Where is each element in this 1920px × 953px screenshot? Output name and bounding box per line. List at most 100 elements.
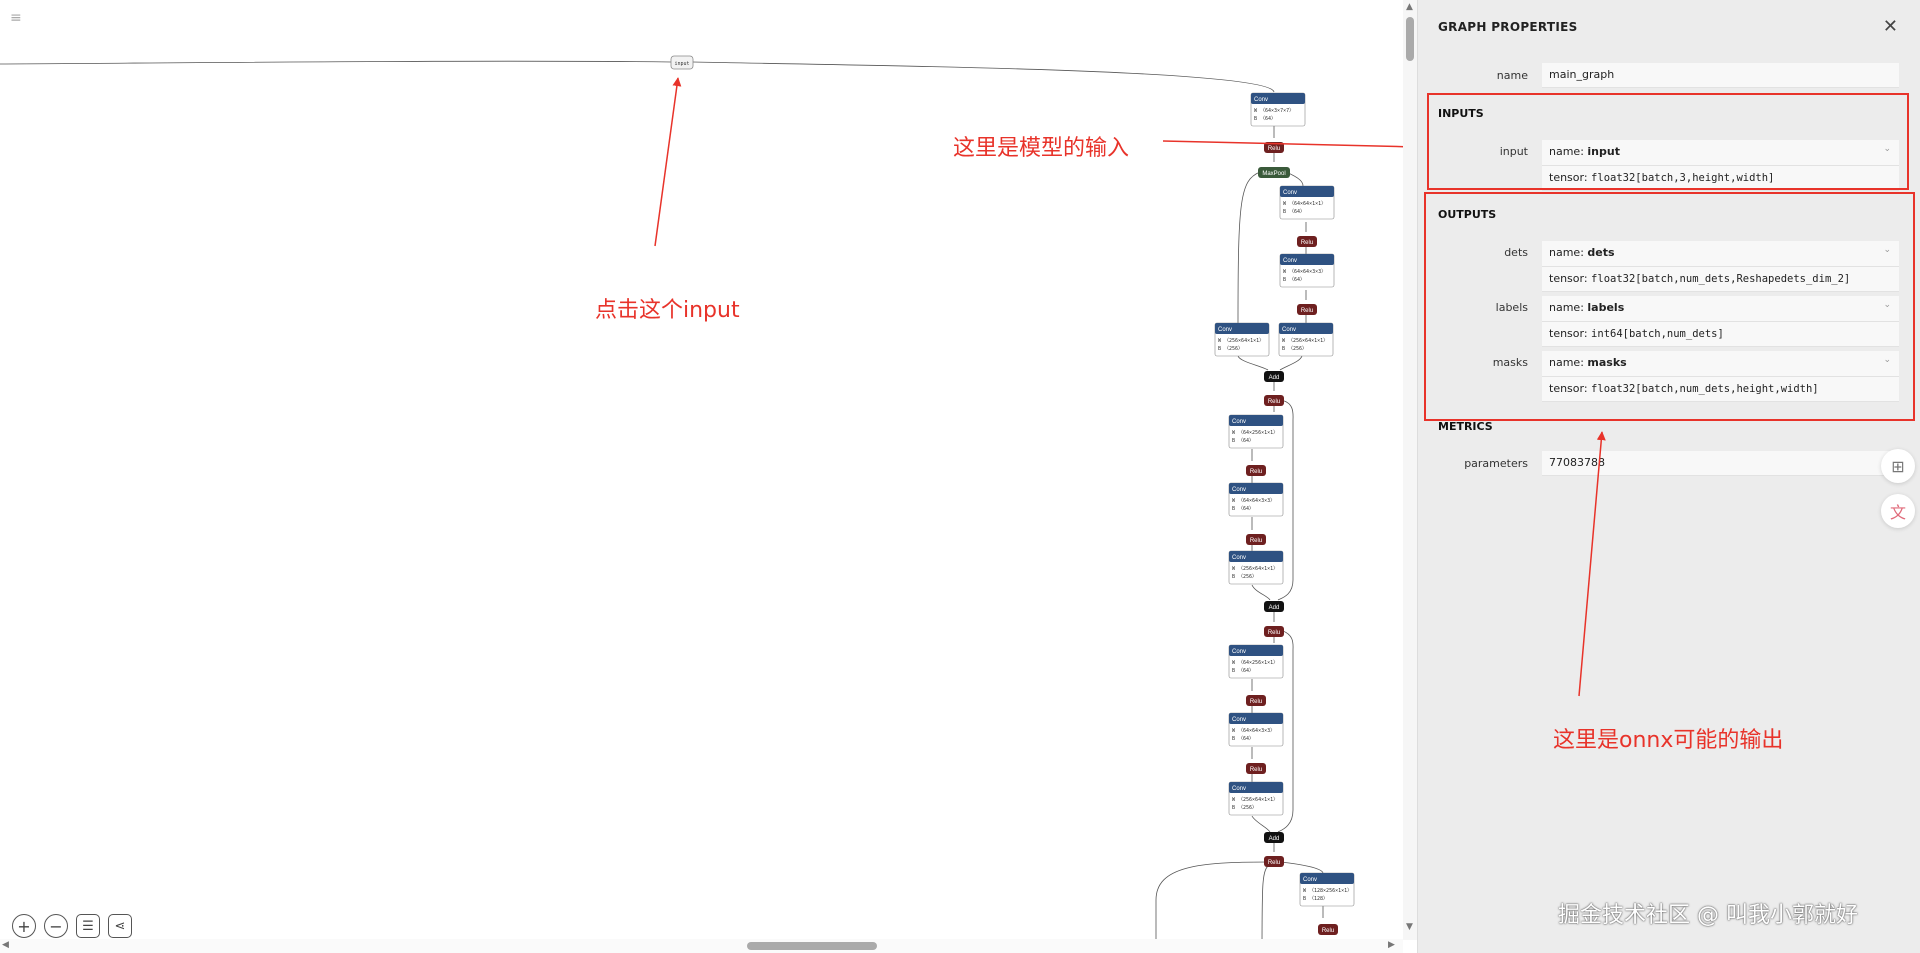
output-dets-label: dets bbox=[1504, 246, 1528, 259]
svg-text:Relu: Relu bbox=[1268, 630, 1280, 636]
scroll-right-icon[interactable]: ▶ bbox=[1388, 940, 1395, 950]
output-labels-tensor-field: tensor: int64[batch,num_dets] bbox=[1542, 322, 1899, 347]
graph-node-add[interactable]: Add bbox=[1264, 371, 1284, 382]
graph-node-relu[interactable]: Relu bbox=[1246, 695, 1266, 706]
output-dets-tensor: float32[batch,num_dets,Reshapedets_dim_2… bbox=[1591, 273, 1851, 285]
annotation-model-input: 这里是模型的输入 bbox=[953, 136, 1130, 161]
svg-text:W 〈64×256×1×1〉: W 〈64×256×1×1〉 bbox=[1232, 660, 1278, 666]
horizontal-scrollbar[interactable]: ◀ ▶ bbox=[0, 939, 1403, 953]
output-masks-tensor-prefix: tensor: bbox=[1549, 382, 1592, 395]
vertical-scroll-thumb[interactable] bbox=[1406, 17, 1414, 61]
graph-name-field[interactable]: main_graph bbox=[1542, 63, 1899, 88]
graph-node-relu[interactable]: Relu bbox=[1264, 856, 1284, 867]
svg-text:B 〈64〉: B 〈64〉 bbox=[1232, 506, 1254, 512]
svg-text:Conv: Conv bbox=[1218, 327, 1232, 333]
svg-text:W 〈64×64×1×1〉: W 〈64×64×1×1〉 bbox=[1283, 201, 1326, 207]
input-name-field[interactable]: name: input ⌄ bbox=[1542, 140, 1899, 166]
graph-node-add[interactable]: Add bbox=[1264, 832, 1284, 843]
svg-text:W 〈64×256×1×1〉: W 〈64×256×1×1〉 bbox=[1232, 430, 1278, 436]
svg-text:Conv: Conv bbox=[1232, 649, 1246, 655]
horizontal-scroll-thumb[interactable] bbox=[747, 942, 877, 950]
graph-node-add[interactable]: Add bbox=[1264, 601, 1284, 612]
output-dets-tensor-prefix: tensor: bbox=[1549, 272, 1592, 285]
chevron-down-icon[interactable]: ⌄ bbox=[1883, 355, 1891, 365]
scroll-up-icon[interactable]: ▲ bbox=[1406, 2, 1413, 12]
parameters-value: 77083788 bbox=[1549, 456, 1605, 469]
graph-node-relu[interactable]: Relu bbox=[1318, 924, 1338, 935]
chevron-down-icon[interactable]: ⌄ bbox=[1883, 300, 1891, 310]
input-node-label: input bbox=[674, 61, 689, 67]
graph-node-relu[interactable]: Relu bbox=[1264, 142, 1284, 153]
graph-node-relu[interactable]: Relu bbox=[1246, 534, 1266, 545]
svg-text:Add: Add bbox=[1269, 836, 1280, 842]
parameters-field: 77083788 bbox=[1542, 451, 1899, 476]
graph-node-relu[interactable]: Relu bbox=[1246, 465, 1266, 476]
inputs-highlight-box bbox=[1427, 93, 1909, 190]
svg-text:Conv: Conv bbox=[1232, 419, 1246, 425]
output-dets-tensor-field: tensor: float32[batch,num_dets,Reshapede… bbox=[1542, 267, 1899, 292]
output-labels-tensor: int64[batch,num_dets] bbox=[1591, 328, 1724, 340]
output-masks-tensor: float32[batch,num_dets,height,width] bbox=[1591, 383, 1819, 395]
svg-text:Conv: Conv bbox=[1232, 717, 1246, 723]
svg-text:Conv: Conv bbox=[1232, 786, 1246, 792]
graph-node-relu[interactable]: Relu bbox=[1246, 763, 1266, 774]
output-dets-name-prefix: name: bbox=[1549, 246, 1588, 259]
scroll-down-icon[interactable]: ▼ bbox=[1406, 922, 1413, 932]
zoom-in-icon[interactable]: + bbox=[12, 914, 36, 938]
svg-text:B 〈256〉: B 〈256〉 bbox=[1282, 346, 1307, 352]
parameters-label: parameters bbox=[1464, 457, 1528, 470]
svg-text:B 〈64〉: B 〈64〉 bbox=[1232, 736, 1254, 742]
output-masks-name-field[interactable]: name: masks ⌄ bbox=[1542, 351, 1899, 377]
outputs-heading: OUTPUTS bbox=[1438, 208, 1497, 221]
graph-name-value: main_graph bbox=[1549, 68, 1615, 81]
graph-node-relu[interactable]: Relu bbox=[1297, 236, 1317, 247]
svg-text:Relu: Relu bbox=[1268, 146, 1280, 152]
svg-text:Conv: Conv bbox=[1283, 190, 1297, 196]
watermark: 掘金技术社区 @ 叫我小郭就好 bbox=[1558, 903, 1858, 928]
list-icon[interactable]: ☰ bbox=[76, 914, 100, 938]
chevron-down-icon[interactable]: ⌄ bbox=[1883, 144, 1891, 154]
svg-text:W 〈64×64×3×3〉: W 〈64×64×3×3〉 bbox=[1283, 269, 1326, 275]
panel-title: GRAPH PROPERTIES bbox=[1438, 20, 1578, 34]
input-tensor-field: tensor: float32[batch,3,height,width] bbox=[1542, 166, 1899, 191]
input-tensor-prefix: tensor: bbox=[1549, 171, 1592, 184]
graph-properties-panel: GRAPH PROPERTIES ✕ name main_graph INPUT… bbox=[1417, 0, 1920, 953]
chevron-down-icon[interactable]: ⌄ bbox=[1883, 245, 1891, 255]
share-icon[interactable]: ⋖ bbox=[108, 914, 132, 938]
zoom-out-icon[interactable]: − bbox=[44, 914, 68, 938]
translate-icon[interactable]: 文 bbox=[1881, 494, 1915, 528]
graph-node-conv[interactable]: Conv W 〈64×64×3×3〉 B 〈64〉 bbox=[1228, 712, 1284, 747]
input-name-prefix: name: bbox=[1549, 145, 1588, 158]
output-dets-name-field[interactable]: name: dets ⌄ bbox=[1542, 241, 1899, 267]
qr-code-icon[interactable]: ⊞ bbox=[1881, 449, 1915, 483]
scroll-left-icon[interactable]: ◀ bbox=[2, 940, 9, 950]
close-icon[interactable]: ✕ bbox=[1882, 16, 1898, 37]
arrow-to-input bbox=[654, 77, 682, 247]
inputs-heading: INPUTS bbox=[1438, 107, 1484, 120]
output-labels-name-field[interactable]: name: labels ⌄ bbox=[1542, 296, 1899, 322]
input-node[interactable]: input bbox=[670, 55, 694, 70]
graph-node-relu[interactable]: Relu bbox=[1264, 626, 1284, 637]
vertical-scrollbar[interactable]: ▲ ▼ bbox=[1403, 0, 1417, 940]
menu-icon[interactable]: ≡ bbox=[10, 10, 22, 26]
svg-text:W 〈256×64×1×1〉: W 〈256×64×1×1〉 bbox=[1232, 566, 1278, 572]
svg-text:W 〈64×64×3×3〉: W 〈64×64×3×3〉 bbox=[1232, 728, 1275, 734]
metrics-heading: METRICS bbox=[1438, 420, 1493, 433]
graph-node-relu[interactable]: Relu bbox=[1297, 304, 1317, 315]
graph-node-relu[interactable]: Relu bbox=[1264, 395, 1284, 406]
graph-node-maxpool[interactable]: MaxPool bbox=[1258, 167, 1290, 178]
